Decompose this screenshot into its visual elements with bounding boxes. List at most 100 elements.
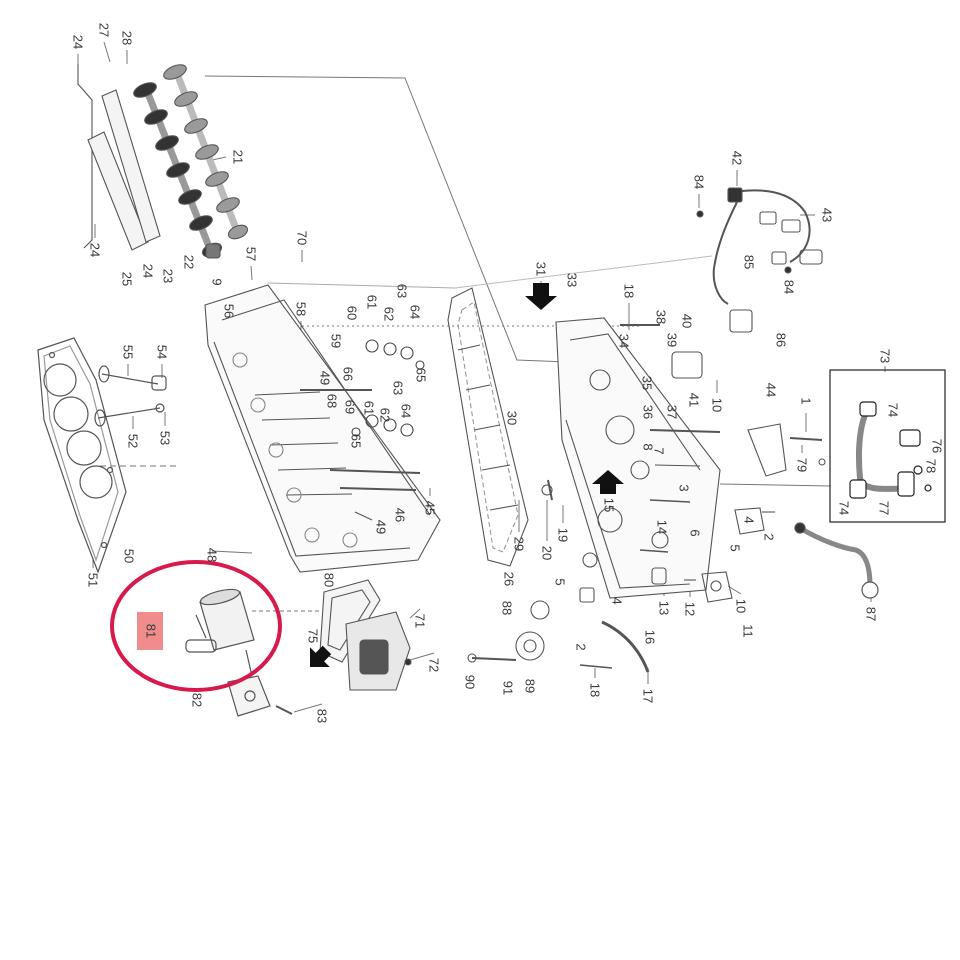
arrow-up-icon — [592, 470, 624, 494]
callout-82: 82 — [189, 692, 205, 708]
callout-13: 13 — [656, 600, 672, 616]
callout-68: 68 — [324, 393, 340, 409]
callout-33: 33 — [564, 272, 580, 288]
callout-63: 63 — [390, 380, 406, 396]
arrow-down-icon — [525, 283, 557, 310]
callout-74: 74 — [885, 402, 901, 418]
highlight-box — [137, 612, 163, 650]
callout-18: 18 — [587, 682, 603, 698]
callout-28: 28 — [119, 30, 135, 46]
callout-14: 14 — [654, 519, 670, 535]
callout-2: 2 — [761, 533, 777, 541]
callout-6: 6 — [687, 529, 703, 537]
callout-69: 69 — [342, 399, 358, 415]
callout-80: 80 — [321, 572, 337, 588]
callout-35: 35 — [639, 375, 655, 391]
callout-75: 75 — [305, 628, 321, 644]
callout-84: 84 — [781, 279, 797, 295]
callout-65: 65 — [348, 433, 364, 449]
callout-90: 90 — [462, 674, 478, 690]
callout-66: 66 — [340, 366, 356, 382]
callout-50: 50 — [121, 548, 137, 564]
callout-24: 24 — [70, 34, 86, 50]
cam-cover-gasket — [447, 287, 529, 567]
callout-19: 19 — [555, 527, 571, 543]
callout-7: 7 — [651, 447, 667, 455]
callout-86: 86 — [773, 332, 789, 348]
callout-76: 76 — [929, 438, 945, 454]
callout-17: 17 — [640, 688, 656, 704]
highlighted-part-81 — [185, 588, 293, 717]
callout-10: 10 — [709, 397, 725, 413]
callout-5: 5 — [727, 544, 743, 552]
direction-arrows — [309, 283, 624, 668]
callout-29: 29 — [511, 536, 527, 552]
callout-72: 72 — [426, 657, 442, 673]
callout-57: 57 — [243, 246, 259, 262]
callout-45: 45 — [422, 500, 438, 516]
oil-filter-housing — [319, 579, 412, 691]
cylinder-head — [204, 284, 441, 573]
lower-parts — [467, 479, 733, 673]
detail-box-73 — [829, 369, 946, 523]
callout-91: 91 — [500, 680, 516, 696]
callout-1: 1 — [798, 397, 814, 405]
callout-60: 60 — [344, 305, 360, 321]
callout-63: 63 — [394, 283, 410, 299]
valves — [94, 365, 167, 427]
callout-11: 11 — [740, 624, 756, 638]
callout-89: 89 — [522, 678, 538, 694]
callout-55: 55 — [120, 344, 136, 360]
callout-16: 16 — [642, 629, 658, 645]
callout-78: 78 — [923, 458, 939, 474]
callout-49: 49 — [373, 519, 389, 535]
callout-25: 25 — [119, 271, 135, 287]
callout-23: 23 — [160, 268, 176, 284]
camshaft-assembly — [77, 64, 249, 259]
callout-38: 38 — [653, 309, 669, 325]
callout-58: 58 — [293, 301, 309, 317]
callout-48: 48 — [204, 547, 220, 563]
callout-62: 62 — [381, 306, 397, 322]
callout-79: 79 — [794, 457, 810, 473]
callout-5: 5 — [552, 578, 568, 586]
callout-61: 61 — [364, 294, 380, 310]
callout-62: 62 — [377, 407, 393, 423]
callout-31: 31 — [533, 261, 549, 277]
callout-21: 21 — [230, 149, 246, 165]
highlight-circle — [110, 560, 282, 692]
callout-4: 4 — [609, 597, 625, 605]
callout-12: 12 — [682, 601, 698, 617]
callout-53: 53 — [157, 430, 173, 446]
callout-77: 77 — [876, 500, 892, 516]
callout-40: 40 — [679, 313, 695, 329]
callout-61: 61 — [361, 400, 377, 416]
callout-3: 3 — [676, 484, 692, 492]
callout-87: 87 — [863, 606, 879, 622]
callout-30: 30 — [504, 410, 520, 426]
callout-84: 84 — [691, 174, 707, 190]
callout-54: 54 — [154, 344, 170, 360]
callout-44: 44 — [763, 382, 779, 398]
callout-52: 52 — [125, 433, 141, 449]
callout-24: 24 — [87, 242, 103, 258]
callout-27: 27 — [96, 22, 112, 38]
callout-88: 88 — [499, 600, 515, 616]
callout-51: 51 — [85, 572, 101, 588]
callout-34: 34 — [616, 333, 632, 349]
callout-18: 18 — [621, 283, 637, 299]
callout-37: 37 — [664, 404, 680, 420]
callout-81-highlighted: 81 — [143, 623, 159, 639]
callout-83: 83 — [314, 708, 330, 724]
callout-59: 59 — [328, 333, 344, 349]
callout-15: 15 — [601, 497, 617, 513]
callout-10: 10 — [733, 598, 749, 614]
callout-39: 39 — [664, 332, 680, 348]
callout-64: 64 — [407, 304, 423, 320]
callout-46: 46 — [392, 507, 408, 523]
callout-70: 70 — [294, 230, 310, 246]
callout-65: 65 — [413, 367, 429, 383]
callout-42: 42 — [729, 150, 745, 166]
